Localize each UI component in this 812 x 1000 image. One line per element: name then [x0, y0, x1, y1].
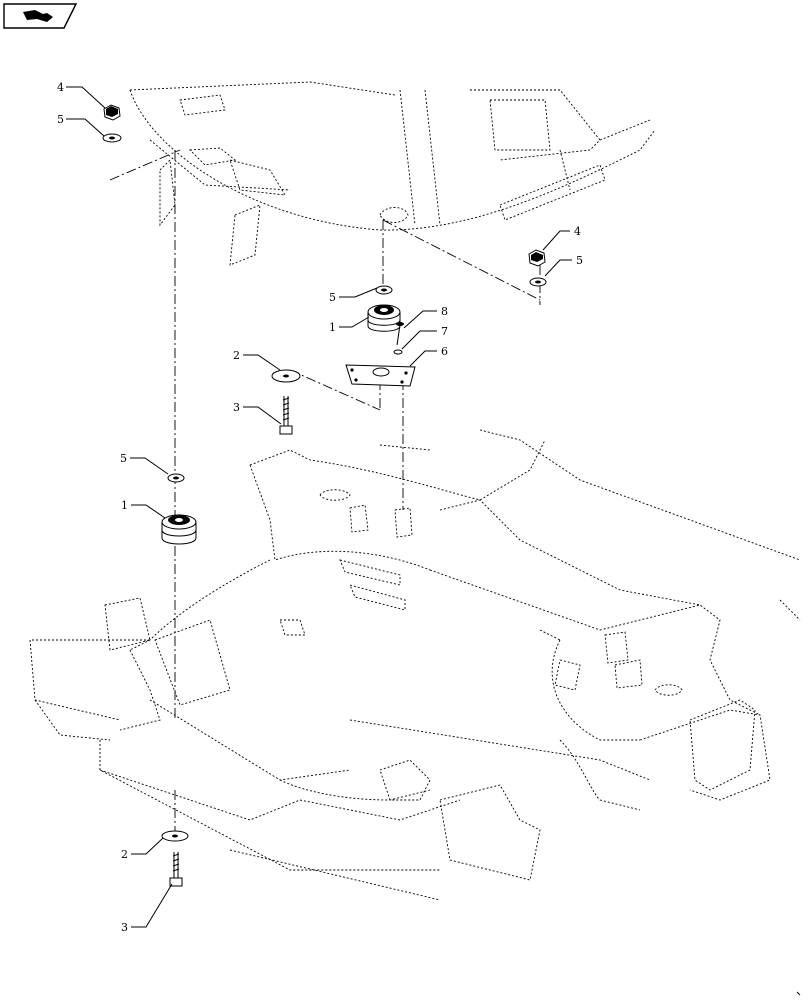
washer-large-upper [271, 369, 301, 383]
corner-mark [796, 991, 801, 996]
mount-lower [161, 514, 197, 545]
assembly-centerlines [109, 149, 541, 840]
nut-top-right [528, 249, 546, 267]
callout-8: 8 [441, 305, 448, 318]
arrow-right-icon [3, 3, 78, 29]
callout-5-mid-left: 5 [120, 452, 127, 465]
main-frame [29, 429, 801, 901]
callout-5-top-left: 5 [57, 113, 64, 126]
mount-upper [367, 304, 401, 332]
callout-7: 7 [441, 325, 448, 338]
washer-upper-center [375, 285, 393, 295]
callout-5-center: 5 [329, 291, 336, 304]
callout-1-center: 1 [329, 321, 336, 334]
callout-5-top-right: 5 [576, 254, 583, 267]
plate [345, 364, 416, 387]
washer-top-right [529, 277, 547, 287]
callout-2-lower: 2 [121, 848, 128, 861]
leader-lines [66, 86, 572, 928]
callout-2-upper: 2 [233, 349, 240, 362]
upper-structure [129, 81, 656, 266]
callout-4-top-right: 4 [574, 225, 581, 238]
callout-6: 6 [441, 345, 448, 358]
callout-labels: 4 5 4 5 5 1 8 7 6 2 3 5 1 2 3 [57, 81, 583, 934]
washer-large-lower [161, 830, 189, 842]
bolt-upper [279, 396, 293, 435]
callout-3-lower: 3 [121, 921, 128, 934]
callout-3-upper: 3 [233, 401, 240, 414]
callout-1-lower: 1 [121, 499, 128, 512]
navigate-next-button[interactable] [3, 3, 78, 29]
bolt-small [396, 322, 404, 346]
washer-mid-left [167, 473, 185, 483]
nut-top-left [103, 104, 121, 121]
bolt-lower [169, 852, 183, 887]
callout-4-top-left: 4 [57, 81, 64, 94]
washer-small [393, 349, 403, 355]
washer-top-left [102, 133, 122, 143]
